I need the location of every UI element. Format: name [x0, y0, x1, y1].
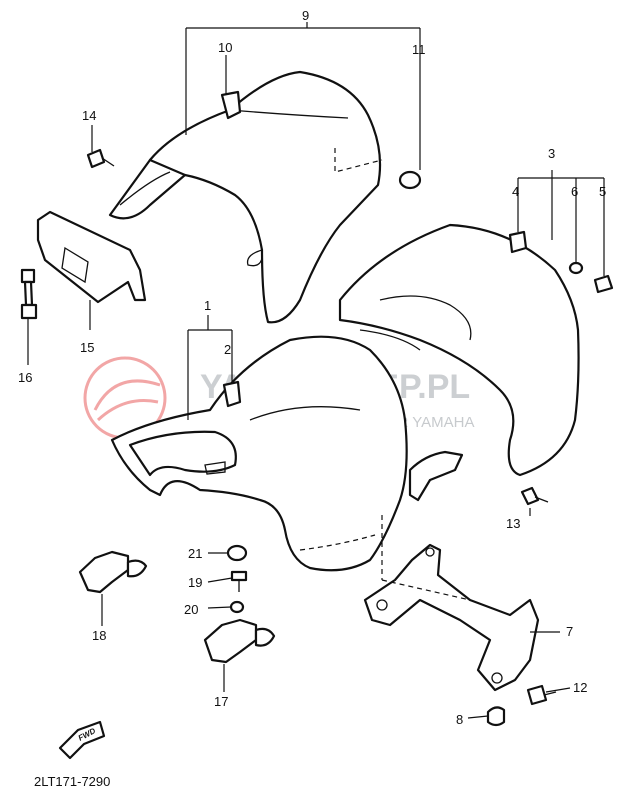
part-19-screw [230, 570, 248, 592]
callout-13: 13 [506, 516, 520, 531]
main-seat [110, 335, 408, 572]
part-12-bolt [526, 684, 557, 706]
part-8-cap [486, 706, 506, 727]
part-14-bolt [86, 148, 115, 169]
part-18-seat-lock [78, 550, 148, 594]
part-13-bolt [520, 486, 549, 506]
part-11-grommet [398, 170, 422, 190]
leader-lines [27, 22, 605, 719]
callout-3: 3 [548, 146, 555, 161]
fwd-arrow-icon: FWD [58, 720, 106, 760]
part-16-strap [20, 268, 38, 320]
callout-15: 15 [80, 340, 94, 355]
callout-7: 7 [566, 624, 573, 639]
part-5-screw [593, 274, 614, 294]
callout-21: 21 [188, 546, 202, 561]
callout-14: 14 [82, 108, 96, 123]
callout-19: 19 [188, 575, 202, 590]
part-2-tab [222, 380, 242, 408]
callout-11: 11 [412, 42, 426, 57]
part-10-tab [220, 90, 242, 120]
part-15-bracket [36, 210, 147, 304]
part-17-seat-lock [203, 618, 276, 664]
part-21-cap [226, 544, 248, 562]
callout-1: 1 [204, 298, 211, 313]
part-6-washer [568, 261, 584, 275]
callout-16: 16 [18, 370, 32, 385]
rear-cowl-assembly [338, 223, 580, 477]
callout-12: 12 [573, 680, 587, 695]
callout-8: 8 [456, 712, 463, 727]
callout-18: 18 [92, 628, 106, 643]
callout-9: 9 [302, 8, 309, 23]
callout-17: 17 [214, 694, 228, 709]
callout-20: 20 [184, 602, 198, 617]
callout-10: 10 [218, 40, 232, 55]
callout-6: 6 [571, 184, 578, 199]
part-7-hinge-bracket [363, 515, 540, 692]
diagram-code: 2LT171-7290 [34, 774, 110, 789]
part-4-tab [508, 230, 528, 254]
rear-seat-cowl [108, 70, 383, 324]
callouts: 9 10 11 14 15 16 3 4 6 5 1 2 13 7 12 8 2… [18, 8, 606, 727]
callout-4: 4 [512, 184, 519, 199]
seat-rear-bracket [408, 450, 464, 502]
callout-2: 2 [224, 342, 231, 357]
callout-5: 5 [599, 184, 606, 199]
part-20-nut [229, 600, 245, 614]
